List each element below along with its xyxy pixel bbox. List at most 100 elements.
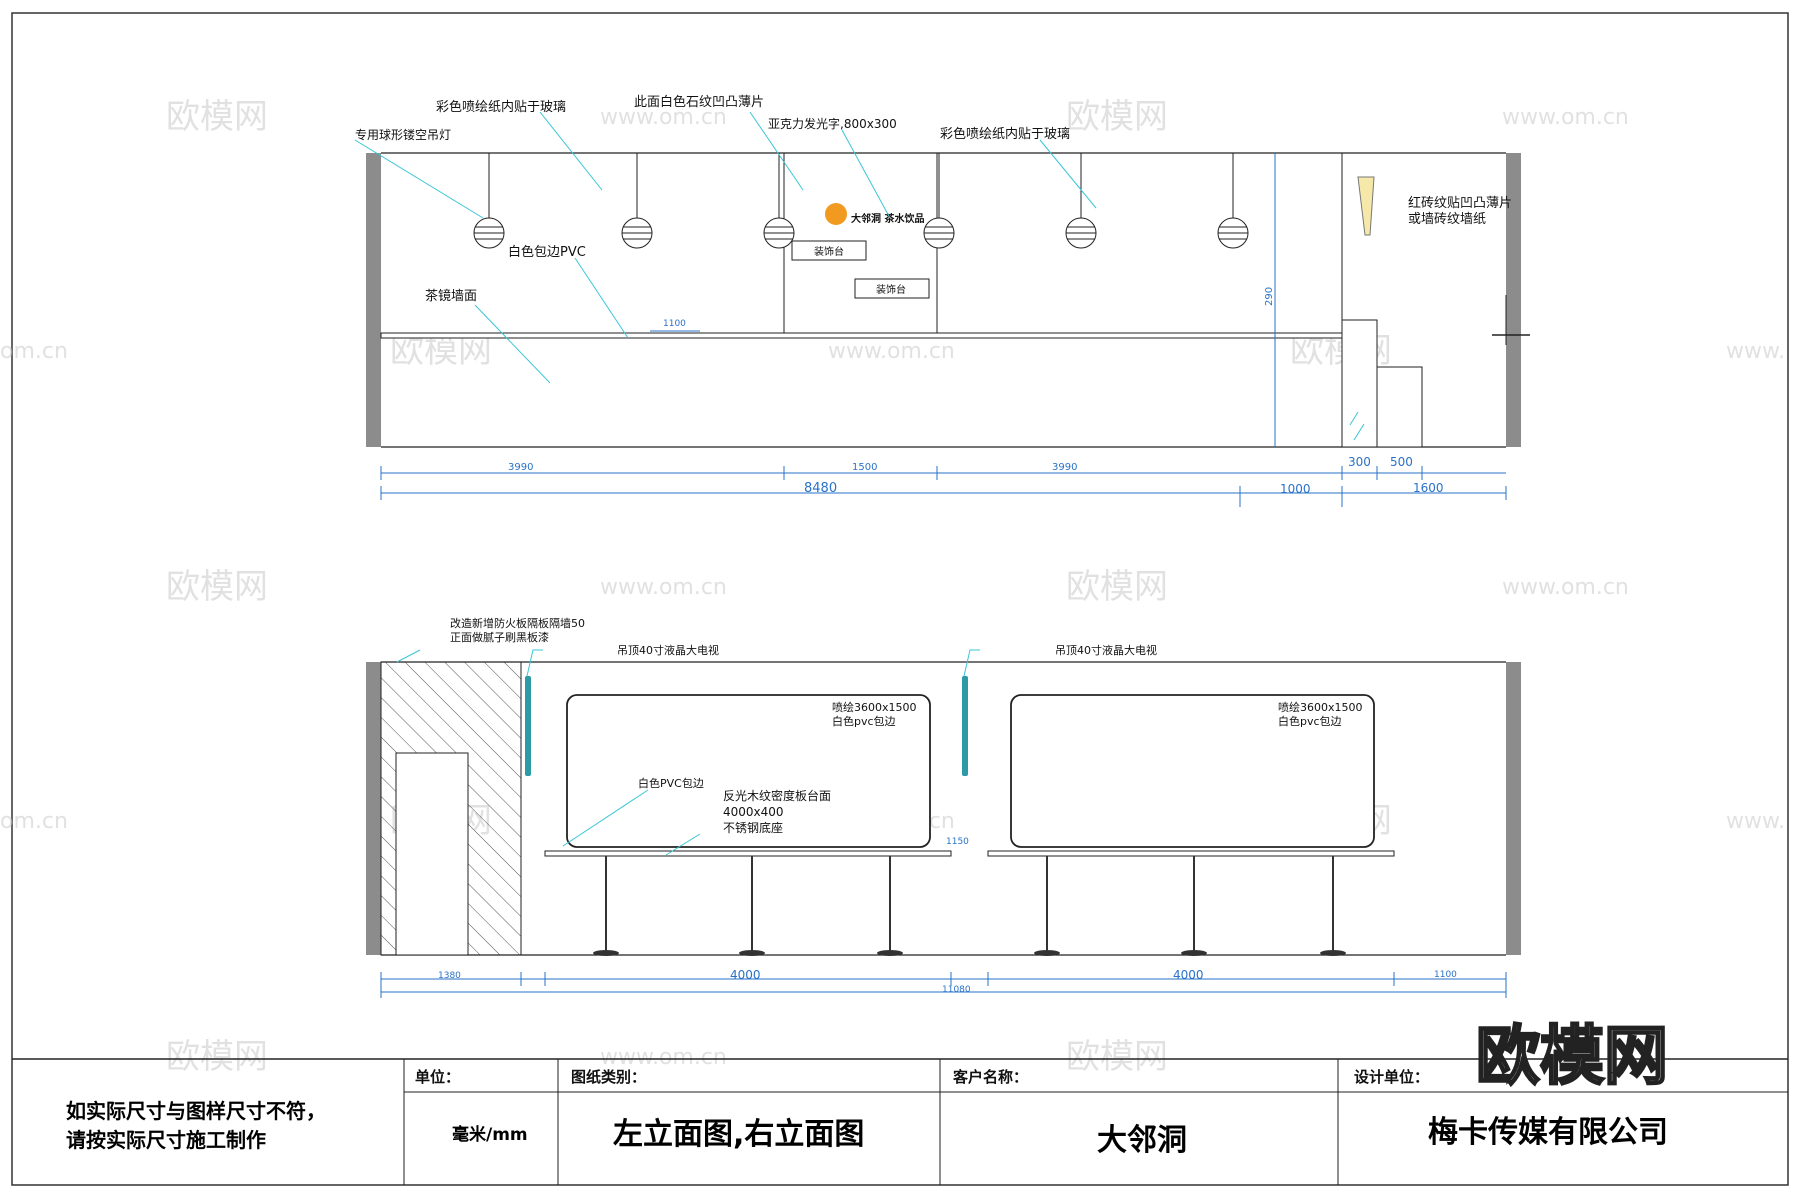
print-panel — [1010, 694, 1375, 848]
glass-mark — [1353, 423, 1365, 441]
label-mirror-wall: 茶镜墙面 — [425, 288, 477, 304]
label-print-left-size: 喷绘3600x1500 — [832, 700, 917, 714]
print-panel — [566, 694, 931, 848]
watermark-brand: 欧模网 — [166, 97, 268, 137]
label-print-right-size: 喷绘3600x1500 — [1278, 700, 1363, 714]
watermark-site: www.om.cn — [828, 339, 955, 364]
tv-screen — [962, 676, 968, 776]
table-top — [987, 850, 1395, 857]
dim-segment: 1500 — [852, 462, 877, 473]
watermark-brand: 欧模网 — [166, 1037, 268, 1077]
dim-segment: 500 — [1390, 455, 1413, 469]
dim-segment: 3990 — [1052, 462, 1077, 473]
dimension-row — [380, 486, 1507, 507]
table-top — [544, 850, 952, 857]
unit-label: 单位： — [415, 1068, 460, 1086]
dim-height: 290 — [1264, 287, 1275, 306]
label-table-size: 4000x400 — [723, 805, 784, 819]
watermark-site-partial: om.cn — [0, 339, 68, 364]
table-feet — [593, 950, 1346, 956]
dim-segment: 4000 — [1173, 968, 1204, 982]
counter-ledge — [380, 332, 1343, 339]
watermark-brand: 欧模网 — [1066, 567, 1168, 607]
pendant-lamp — [1217, 153, 1249, 249]
tv-screen — [525, 676, 531, 776]
left-wall-column — [366, 662, 381, 955]
label-table-base: 不锈钢底座 — [723, 820, 783, 835]
sheet-border — [11, 12, 1789, 1186]
dim-segment: 4000 — [730, 968, 761, 982]
wall-sconce — [1357, 176, 1375, 236]
dim-segment: 300 — [1348, 455, 1371, 469]
title-block: 如实际尺寸与图样尺寸不符， 请按实际尺寸施工制作 单位： 毫米/mm 图纸类别：… — [12, 1019, 1788, 1185]
dim-segment: 1000 — [1280, 482, 1311, 496]
watermark-site: www.om.cn — [1502, 105, 1629, 130]
dim-segment: 1600 — [1413, 481, 1444, 495]
label-pvc-edge: 白色PVC包边 — [638, 776, 704, 790]
right-wall-column — [1506, 153, 1521, 447]
right-box — [1376, 366, 1423, 448]
right-wall-column — [1506, 662, 1521, 955]
decor-platform-label: 装饰台 — [876, 283, 906, 296]
label-glass-print-left: 彩色喷绘纸内贴于玻璃 — [436, 99, 566, 115]
sign-text: 大邻洞 茶水饮品 — [851, 212, 924, 225]
designer-value: 梅卡传媒有限公司 — [1428, 1115, 1668, 1150]
left-wall-column — [366, 153, 381, 447]
watermark-site-partial-right: www. — [1726, 339, 1785, 364]
pendant-lamp — [621, 153, 653, 249]
pendant-lamp — [763, 153, 795, 249]
label-tv-right: 吊顶40寸液晶大电视 — [1055, 643, 1157, 657]
label-partition-2: 正面做腻子刷黑板漆 — [450, 630, 549, 644]
label-table-material: 反光木纹密度板台面 — [723, 788, 831, 803]
watermark-site-partial-right: www. — [1726, 809, 1785, 834]
dim-segment: 3990 — [508, 462, 533, 473]
top-elevation: 大邻洞 茶水饮品 装饰台 装饰台 彩色喷绘纸内贴于玻璃 专用球形镂空吊灯 此面白… — [354, 94, 1530, 507]
leader-lines — [396, 649, 980, 856]
decor-platform-label: 装饰台 — [814, 245, 844, 258]
table-legs — [605, 856, 1334, 950]
dim-counter: 1100 — [663, 319, 686, 329]
label-stone-panel: 此面白色石纹凹凸薄片 — [634, 94, 764, 110]
brand-logo-icon — [825, 203, 847, 225]
title-note-line1: 如实际尺寸与图样尺寸不符， — [66, 1099, 326, 1123]
label-print-right-edge: 白色pvc包边 — [1278, 714, 1342, 728]
doorway — [395, 752, 469, 956]
label-brick-finish-1: 红砖纹贴凹凸薄片 — [1408, 195, 1512, 211]
glass-mark — [1349, 411, 1359, 426]
watermark-brand: 欧模网 — [1066, 97, 1168, 137]
watermark-site-partial: om.cn — [0, 809, 68, 834]
watermark-site: www.om.cn — [600, 105, 727, 130]
watermark-brand: 欧模网 — [1066, 1037, 1168, 1077]
title-note-line2: 请按实际尺寸施工制作 — [66, 1128, 266, 1152]
label-pvc-edge: 白色包边PVC — [508, 244, 586, 260]
watermark-brand: 欧模网 — [166, 567, 268, 607]
drawing-type-label: 图纸类别： — [571, 1068, 646, 1086]
unit-value: 毫米/mm — [452, 1124, 528, 1145]
leader-lines — [354, 111, 1097, 384]
dim-segment: 1100 — [1434, 970, 1457, 980]
client-value: 大邻洞 — [1097, 1123, 1187, 1158]
dim-segment: 1380 — [438, 971, 461, 981]
drawing-type-value: 左立面图,右立面图 — [613, 1117, 864, 1152]
bottom-elevation: 改造新增防火板隔板隔墙50 正面做腻子刷黑板漆 吊顶40寸液晶大电视 吊顶40寸… — [366, 616, 1521, 998]
watermark-site: www.om.cn — [1502, 575, 1629, 600]
pendant-lamp — [923, 153, 955, 249]
client-label: 客户名称： — [952, 1068, 1028, 1086]
dim-table-height: 1150 — [946, 837, 969, 847]
label-print-left-edge: 白色pvc包边 — [832, 714, 896, 728]
dim-total: 11080 — [942, 985, 971, 995]
dimension-row — [380, 466, 1506, 480]
label-tv-left: 吊顶40寸液晶大电视 — [617, 643, 719, 657]
label-brick-finish-2: 或墙砖纹墙纸 — [1408, 212, 1486, 227]
label-partition-1: 改造新增防火板隔板隔墙50 — [450, 616, 585, 630]
decor-platform — [854, 278, 930, 299]
right-cabinet — [1341, 319, 1378, 448]
pendant-lamp — [473, 153, 505, 249]
dimension-row — [380, 972, 1507, 998]
watermark-logo: 欧模网 — [1476, 1020, 1668, 1094]
watermark-site: www.om.cn — [600, 575, 727, 600]
label-acrylic-sign: 亚克力发光字,800x300 — [768, 116, 897, 131]
dim-total: 8480 — [804, 481, 837, 496]
decor-platform — [791, 240, 867, 261]
designer-label: 设计单位： — [1354, 1068, 1429, 1086]
